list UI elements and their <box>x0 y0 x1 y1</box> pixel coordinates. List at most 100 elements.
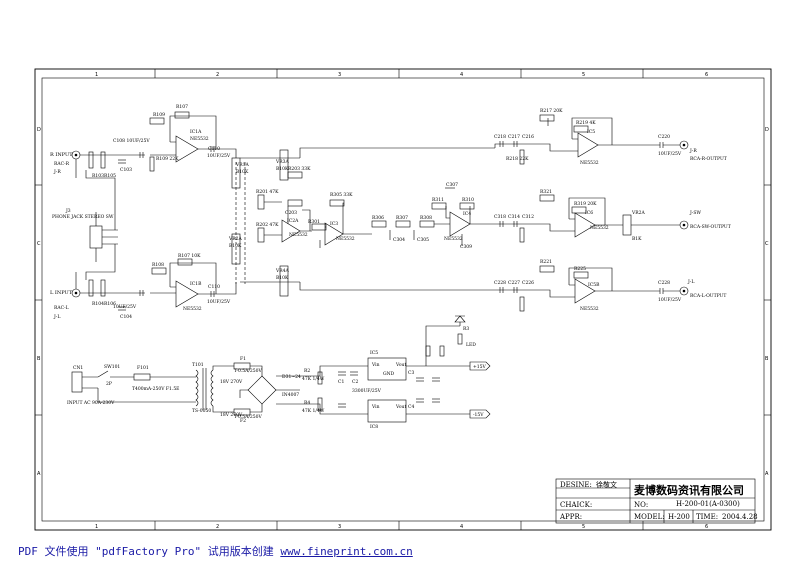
svg-text:C227: C227 <box>508 280 520 286</box>
svg-text:C220: C220 <box>658 134 670 140</box>
r-output-label: RCA-R-OUTPUT <box>690 156 727 162</box>
transformer-symbol <box>195 368 214 410</box>
svg-text:C305: C305 <box>417 237 429 243</box>
grid-col-5-top: 5 <box>582 72 585 78</box>
svg-text:C312: C312 <box>522 214 534 220</box>
svg-text:B1K: B1K <box>632 236 642 242</box>
opamp-ic5-symbol <box>577 132 599 158</box>
svg-text:C2: C2 <box>352 379 358 385</box>
svg-text:R308: R308 <box>420 215 432 221</box>
svg-text:R219 4K: R219 4K <box>576 120 596 126</box>
grid-col-4-bottom: 4 <box>460 524 463 530</box>
svg-text:C110: C110 <box>208 284 220 290</box>
svg-text:R3: R3 <box>463 326 469 332</box>
regulator-positive-ref: IC5 <box>370 350 378 356</box>
r-output-ref: J-R <box>689 148 697 154</box>
svg-text:10UF/25V: 10UF/25V <box>658 297 682 303</box>
main-fuse-ref: F101 <box>137 365 149 371</box>
svg-text:R107 10K: R107 10K <box>178 253 201 259</box>
opamp-ic3-part: NE5532 <box>336 236 355 242</box>
svg-text:C217: C217 <box>508 134 520 140</box>
svg-text:R105: R105 <box>104 173 116 179</box>
pot-vr4-value: B10K <box>276 275 289 281</box>
rca-sw-output-jack <box>679 220 689 230</box>
positive-rail-tag <box>469 361 491 371</box>
r-input-jack-ref: J-R <box>53 169 61 175</box>
svg-text:R104: R104 <box>92 301 104 307</box>
grid-row-c-left: C <box>37 241 41 247</box>
ac-inlet-ref: CN1 <box>73 365 83 371</box>
svg-text:C104: C104 <box>120 314 132 320</box>
opamp-ic6-part: NE5532 <box>590 225 609 231</box>
bridge-rectifier-symbol <box>247 375 277 405</box>
svg-text:Vout: Vout <box>395 362 406 368</box>
grid-row-a-left: A <box>37 471 41 477</box>
svg-text:C1: C1 <box>338 379 344 385</box>
svg-text:R103: R103 <box>92 173 104 179</box>
svg-text:10UF/25V: 10UF/25V <box>207 153 231 159</box>
opamp-ic1b-symbol <box>175 280 199 308</box>
svg-text:C4: C4 <box>408 404 414 410</box>
design-value: 徐敬文 <box>596 480 617 489</box>
svg-text:R310: R310 <box>462 197 474 203</box>
stereo-jack-ref: J3 <box>65 208 71 214</box>
design-label: DESINE: <box>560 481 592 489</box>
svg-text:R225: R225 <box>574 266 586 272</box>
time-label: TIME: <box>696 513 718 521</box>
transformer-value: TS-0050 <box>192 408 211 414</box>
ac-inlet-label: INPUT AC 90A-230V <box>67 400 115 406</box>
grid-row-d-right: D <box>765 127 769 133</box>
pot-vr1-ref: VR1A <box>235 162 250 168</box>
sheet-inner-border <box>41 77 765 522</box>
input-r-passives <box>88 151 126 311</box>
svg-text:R306: R306 <box>372 215 384 221</box>
svg-text:C307: C307 <box>446 182 458 188</box>
grid-row-b-right: B <box>765 356 769 362</box>
grid-col-6-top: 6 <box>705 72 708 78</box>
main-fuse-value: T400mA-250V F1.5E <box>132 386 179 392</box>
bridge-ref: D31~24 <box>282 374 301 380</box>
svg-text:C318: C318 <box>494 214 506 220</box>
svg-text:R107: R107 <box>176 104 188 110</box>
pot-vr3-symbol <box>279 149 289 181</box>
pdf-footer-link[interactable]: www.fineprint.com.cn <box>280 545 413 558</box>
opamp-ic1b-part: NE5532 <box>183 306 202 312</box>
svg-text:R203 33K: R203 33K <box>288 166 311 172</box>
grid-col-4-top: 4 <box>460 72 463 78</box>
sw-output-ref: J-SW <box>689 210 701 216</box>
l-output-label: RCA-L-OUTPUT <box>690 293 726 299</box>
pdf-footer-text: PDF 文件使用 "pdfFactory Pro" 试用版本创建 <box>18 545 274 558</box>
svg-text:C228: C228 <box>658 280 670 286</box>
svg-text:R109 22K: R109 22K <box>156 156 179 162</box>
svg-text:R108: R108 <box>152 262 164 268</box>
pot-vr2-symbol <box>231 233 241 265</box>
svg-text:R109: R109 <box>153 112 165 118</box>
power-switch-symbol <box>97 370 134 378</box>
l-input-jack-ref: J-L <box>53 314 60 320</box>
check-label: CHAICK: <box>560 501 592 509</box>
summing-stage: R201 47K R202 47K IC2A NE5532 R203 33K C… <box>256 166 495 250</box>
opamp-ic1a-ref: IC1A <box>190 129 202 135</box>
svg-text:R319 20K: R319 20K <box>574 201 597 207</box>
pdf-footer: PDF 文件使用 "pdfFactory Pro" 试用版本创建 www.fin… <box>18 543 413 559</box>
r2-ref: R2 <box>304 368 310 374</box>
svg-text:C314: C314 <box>508 214 520 220</box>
fuse-f2-value: T-0.5A/250V <box>234 414 262 420</box>
r4-value: 47K 1/4W <box>302 408 325 414</box>
svg-text:R106: R106 <box>104 301 116 307</box>
approval-label: APPR: <box>559 513 582 521</box>
svg-text:10UF/25V: 10UF/25V <box>113 304 137 310</box>
grid-col-2-bottom: 2 <box>216 524 219 530</box>
drawing-no-value: H-200-01(A-0300) <box>676 500 740 508</box>
phone-jack-symbol <box>89 225 103 249</box>
model-label: MODEL: <box>634 513 665 521</box>
svg-text:R305 33K: R305 33K <box>330 192 353 198</box>
svg-text:VR2A: VR2A <box>631 210 646 216</box>
grid-row-b-left: B <box>37 356 41 362</box>
pot-vr3-value: B10K <box>276 166 289 172</box>
drawing-no-label: NO: <box>634 501 648 509</box>
svg-text:R307: R307 <box>396 215 408 221</box>
svg-text:C110: C110 <box>208 146 220 152</box>
output-stages: C218 C217 C216 R218 22K IC5 NE5532 R217 … <box>494 108 731 312</box>
regulator-negative-ref: IC8 <box>370 424 378 430</box>
